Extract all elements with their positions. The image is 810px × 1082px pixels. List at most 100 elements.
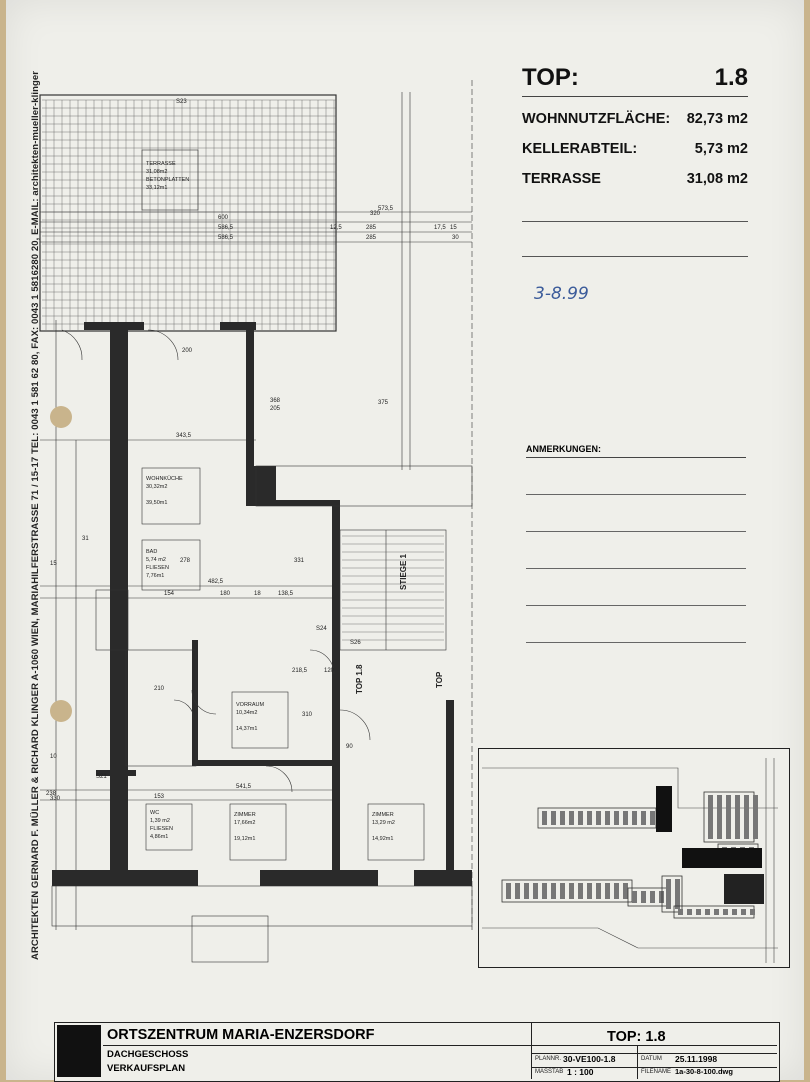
room-label: VORRAUM xyxy=(236,702,265,708)
handwritten-date: 3-8.99 xyxy=(534,284,589,304)
s23-label: S23 xyxy=(176,99,187,105)
dimension-label: 30 xyxy=(452,235,459,241)
remarks-line xyxy=(526,458,746,495)
s24-label: S24 xyxy=(316,626,327,632)
divider xyxy=(531,1023,532,1079)
dimension-label: 285 xyxy=(366,235,377,241)
dimension-label: 10 xyxy=(50,754,57,760)
plannr-value: 30-VE100-1.8 xyxy=(563,1054,616,1064)
area-row: KELLERABTEIL: 5,73 m2 xyxy=(522,141,748,157)
room-label: WOHNKÜCHE xyxy=(146,475,183,482)
top-heading: TOP: 1.8 xyxy=(522,64,748,97)
s21-label: S21 xyxy=(96,774,107,780)
datum-label: DATUM xyxy=(641,1056,662,1062)
floor-name: DACHGESCHOSS xyxy=(107,1049,189,1060)
dimension-label: 343,5 xyxy=(176,433,192,439)
divider xyxy=(103,1045,777,1046)
title-top-number: TOP: 1.8 xyxy=(607,1029,666,1045)
room-label: 1,39 m2 xyxy=(150,818,170,824)
massstab-label: MASSTAB xyxy=(535,1069,564,1075)
room-label: FLIESEN xyxy=(146,565,169,571)
dimension-label: 90 xyxy=(346,744,353,750)
dimension-label: 285 xyxy=(366,225,377,231)
area-row: TERRASSE 31,08 m2 xyxy=(522,171,748,187)
dimension-label: 138,5 xyxy=(278,591,294,597)
remarks-line xyxy=(526,569,746,606)
room-label: 39,50m1 xyxy=(146,500,167,506)
title-block: ORTSZENTRUM MARIA-ENZERSDORF DACHGESCHOS… xyxy=(54,1022,780,1082)
top-heading-value: 1.8 xyxy=(714,64,748,91)
area-row-label: WOHNNUTZFLÄCHE: xyxy=(522,111,671,127)
dimension-label: 330 xyxy=(50,796,61,802)
dimension-label: 12,5 xyxy=(330,225,342,231)
divider xyxy=(637,1045,638,1079)
dimension-label: 573,5 xyxy=(378,206,394,212)
room-label: ZIMMER xyxy=(234,812,256,818)
architect-info: ARCHITEKTEN GERNARD F. MÜLLER & RICHARD … xyxy=(30,70,41,960)
site-plan xyxy=(478,748,790,968)
dimension-label: 238 xyxy=(46,791,57,797)
top-heading-label: TOP: xyxy=(522,64,579,91)
remarks-line xyxy=(526,495,746,532)
room-label: FLIESEN xyxy=(150,826,173,832)
dimension-label: 368 xyxy=(270,398,281,404)
room-label: 5,74 m2 xyxy=(146,557,166,563)
dimension-label: 17,5 xyxy=(434,225,446,231)
area-row-label: KELLERABTEIL: xyxy=(522,141,638,157)
top18-label: TOP 1.8 xyxy=(355,664,364,694)
dimension-label: 586,5 xyxy=(218,235,234,241)
datum-value: 25.11.1998 xyxy=(675,1054,718,1064)
area-row-value: 82,73 m2 xyxy=(686,111,748,127)
floor-plan-drawing: TERRASSE31,08m2BETONPLATTEN33,12m1WOHNKÜ… xyxy=(39,80,473,963)
room-label: 14,37m1 xyxy=(236,726,257,732)
dimension-label: 482,5 xyxy=(208,579,224,585)
dimension-label: 586,5 xyxy=(218,225,234,231)
dimension-label: 120 xyxy=(324,668,335,674)
room-label: 31,08m2 xyxy=(146,169,167,175)
area-row-value: 5,73 m2 xyxy=(694,141,748,157)
punch-hole xyxy=(50,406,72,428)
room-label: 19,12m1 xyxy=(234,836,255,842)
dimension-label: 154 xyxy=(164,591,175,597)
dimension-label: 15 xyxy=(450,225,457,231)
s26-label: S26 xyxy=(350,640,361,646)
dimension-label: 218,5 xyxy=(292,668,308,674)
dimension-label: 331 xyxy=(294,558,305,564)
room-label: WC xyxy=(150,810,159,816)
room-label: 13,29 m2 xyxy=(372,820,395,826)
blank-line xyxy=(522,222,748,257)
area-row-label: TERRASSE xyxy=(522,171,601,187)
dimension-label: 278 xyxy=(180,558,191,564)
room-label: ZIMMER xyxy=(372,812,394,818)
dimension-label: 600 xyxy=(218,215,229,221)
divider xyxy=(531,1067,777,1068)
project-name: ORTSZENTRUM MARIA-ENZERSDORF xyxy=(107,1027,375,1043)
dimension-label: 153 xyxy=(154,794,165,800)
walls xyxy=(52,322,472,886)
room-label: BETONPLATTEN xyxy=(146,177,189,183)
dimension-label: 200 xyxy=(182,348,193,354)
room-label: 30,32m2 xyxy=(146,484,167,490)
massstab-value: 1 : 100 xyxy=(567,1067,594,1077)
filename-label: FILENAME xyxy=(641,1069,672,1075)
remarks-section: ANMERKUNGEN: xyxy=(526,444,746,643)
dimension-label: 210 xyxy=(154,686,165,692)
dimension-label: 205 xyxy=(270,406,281,412)
remarks-label: ANMERKUNGEN: xyxy=(526,444,746,458)
remarks-line xyxy=(526,606,746,643)
room-label: 14,92m1 xyxy=(372,836,393,842)
room-label: BAD xyxy=(146,549,157,555)
dimension-label: 320 xyxy=(370,211,381,217)
unit-info-panel: TOP: 1.8 WOHNNUTZFLÄCHE: 82,73 m2 KELLER… xyxy=(522,64,748,257)
dimension-label: 31 xyxy=(82,536,89,542)
stiege-label: STIEGE 1 xyxy=(399,553,408,590)
filename-value: 1a-30-8-100.dwg xyxy=(675,1067,733,1076)
blank-line xyxy=(522,187,748,222)
dimension-label: 15 xyxy=(50,561,57,567)
plan-type: VERKAUFSPLAN xyxy=(107,1063,186,1074)
plannr-label: PLANNR. xyxy=(535,1056,562,1062)
area-row: WOHNNUTZFLÄCHE: 82,73 m2 xyxy=(522,111,748,127)
terrace-grid xyxy=(39,94,337,332)
punch-hole xyxy=(50,700,72,722)
